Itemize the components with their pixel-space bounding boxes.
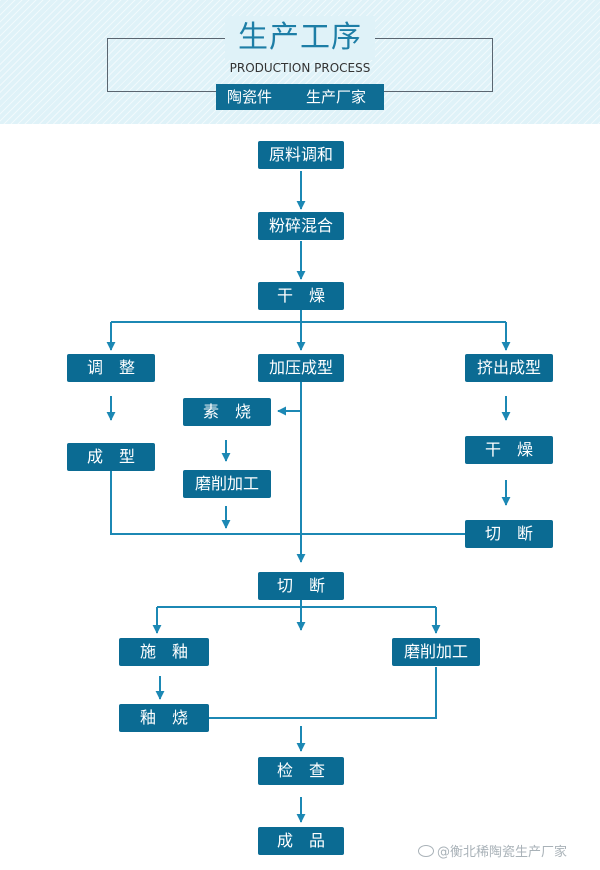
node-label: 磨削加工 bbox=[194, 474, 259, 493]
node-label: 磨削加工 bbox=[403, 642, 468, 661]
header-tag-band bbox=[216, 84, 384, 110]
header-tag-left: 陶瓷件 bbox=[227, 88, 273, 106]
node-grinding: 粉碎混合 bbox=[258, 212, 344, 240]
node-label: 切 断 bbox=[484, 524, 533, 543]
header-tag-right: 生产厂家 bbox=[306, 88, 367, 106]
node-label: 调 整 bbox=[86, 358, 135, 377]
merge-line-forming bbox=[110, 470, 465, 535]
page-title: 生产工序 bbox=[225, 16, 375, 60]
node-grinding-machining-2: 磨削加工 bbox=[392, 638, 480, 666]
node-raw-material: 原料调和 bbox=[258, 141, 344, 169]
node-label: 素 烧 bbox=[202, 402, 251, 421]
node-label: 加压成型 bbox=[268, 358, 333, 377]
node-biscuit-firing: 素 烧 bbox=[183, 398, 271, 426]
node-label: 切 断 bbox=[276, 576, 325, 595]
node-grinding-machining-1: 磨削加工 bbox=[183, 470, 271, 498]
node-inspection: 检 查 bbox=[258, 757, 344, 785]
node-adjust: 调 整 bbox=[67, 354, 155, 382]
node-label: 成 品 bbox=[276, 831, 325, 850]
node-label: 釉 烧 bbox=[139, 708, 188, 727]
node-glaze-firing: 釉 烧 bbox=[119, 704, 209, 732]
node-label: 原料调和 bbox=[268, 145, 333, 164]
node-label: 干 燥 bbox=[484, 440, 533, 459]
node-drying-1: 干 燥 bbox=[258, 282, 344, 310]
node-label: 粉碎混合 bbox=[268, 216, 333, 235]
node-label: 施 釉 bbox=[139, 642, 188, 661]
merge-line-machining-2 bbox=[209, 667, 437, 719]
page-subtitle: PRODUCTION PROCESS bbox=[229, 61, 371, 75]
node-label: 干 燥 bbox=[276, 286, 325, 305]
watermark: @衡北稀陶瓷生产厂家 bbox=[418, 842, 567, 864]
node-label: 成 型 bbox=[86, 447, 135, 466]
node-finished: 成 品 bbox=[258, 827, 344, 855]
node-label: 挤出成型 bbox=[476, 358, 541, 377]
node-glazing: 施 釉 bbox=[119, 638, 209, 666]
node-label: 检 查 bbox=[276, 761, 325, 780]
node-press-forming: 加压成型 bbox=[258, 354, 344, 382]
weibo-icon bbox=[418, 845, 434, 857]
node-forming: 成 型 bbox=[67, 443, 155, 471]
node-cutting-2: 切 断 bbox=[258, 572, 344, 600]
node-drying-2: 干 燥 bbox=[465, 436, 553, 464]
node-cutting-1: 切 断 bbox=[465, 520, 553, 548]
watermark-text: @衡北稀陶瓷生产厂家 bbox=[437, 845, 568, 860]
node-extrusion: 挤出成型 bbox=[465, 354, 553, 382]
